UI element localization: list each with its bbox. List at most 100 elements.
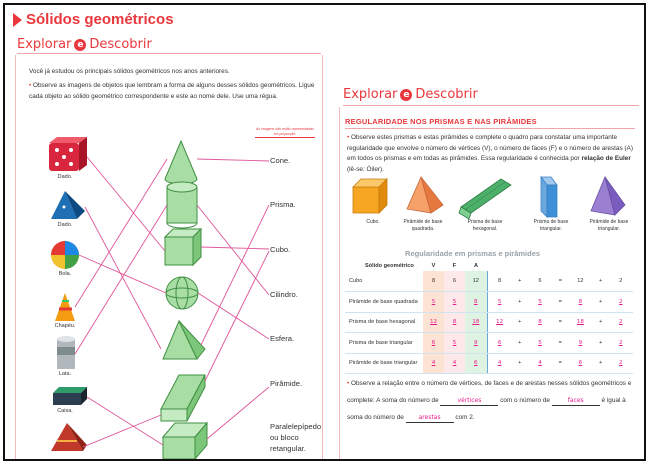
- calc-term-two[interactable]: 2: [619, 339, 623, 346]
- faces-cell[interactable]: 4: [444, 353, 465, 374]
- object-ball: [51, 241, 79, 269]
- calc-term-v[interactable]: 6: [497, 339, 502, 346]
- conclusion-t4: com 2.: [453, 414, 475, 421]
- vertices-cell[interactable]: 4: [423, 353, 444, 374]
- shape-label: Prisma de base triangular.: [533, 219, 569, 232]
- calc-term-f[interactable]: 6: [538, 278, 542, 284]
- shape-square-pyramid: [406, 175, 444, 214]
- solid-prism: [160, 374, 206, 422]
- calc-term-two[interactable]: 2: [619, 319, 623, 326]
- answer-blank-arestas[interactable]: arestas: [405, 414, 454, 423]
- header-f: F: [452, 263, 457, 269]
- title-row: Sólidos geométricos: [13, 11, 174, 28]
- calc-term-a[interactable]: 8: [578, 298, 583, 305]
- vertices-cell[interactable]: 6: [423, 332, 444, 354]
- calc-plus: +: [518, 339, 522, 346]
- object-label: Dado.: [57, 174, 73, 180]
- solid-sphere: [165, 276, 199, 310]
- calc-term-v[interactable]: 12: [496, 319, 504, 326]
- solid-name: Esfera.: [270, 334, 295, 343]
- answer-blank-vertices[interactable]: vértices: [440, 397, 499, 406]
- calc-term-v[interactable]: 4: [497, 360, 502, 367]
- calc-term-f[interactable]: 4: [538, 360, 542, 367]
- calc-term-a[interactable]: 6: [578, 360, 583, 367]
- calc-term-two[interactable]: 2: [619, 278, 623, 284]
- solid-cube: [163, 227, 203, 267]
- shape-triangular-prism: [540, 175, 558, 218]
- calc-plus: +: [598, 319, 603, 326]
- object-can: [57, 336, 75, 369]
- calc-plus: +: [598, 298, 603, 305]
- heading-divider: [345, 128, 635, 129]
- calc-term-two[interactable]: 2: [619, 360, 623, 367]
- calc-term-a[interactable]: 12: [577, 278, 584, 284]
- edges-cell[interactable]: 12: [465, 271, 487, 292]
- edges-value: 12: [472, 278, 479, 284]
- shape-cube: [352, 178, 388, 214]
- vertices-cell[interactable]: 12: [423, 312, 444, 333]
- calc-term-v[interactable]: 5: [497, 298, 502, 305]
- calc-equals: =: [558, 319, 562, 326]
- faces-cell[interactable]: 6: [444, 271, 465, 292]
- vertices-cell[interactable]: 5: [423, 291, 444, 313]
- faces-cell[interactable]: 5: [444, 291, 465, 313]
- edges-cell[interactable]: 9: [465, 332, 487, 354]
- section-label: Explorar e Descobrir: [17, 37, 152, 52]
- shape-triangular-pyramid: [590, 175, 626, 216]
- object-label: Dado.: [57, 222, 73, 228]
- activity-panel: [339, 107, 639, 459]
- solid-name: Cone.: [270, 156, 291, 165]
- calc-term-f[interactable]: 5: [538, 298, 542, 305]
- calc-term-f[interactable]: 8: [538, 319, 542, 326]
- solid-name: Cubo.: [270, 245, 291, 254]
- euler-calc-cell: 8+6=12+2: [486, 271, 633, 292]
- activity-panel: [15, 55, 323, 459]
- answer-blank-faces[interactable]: faces: [551, 397, 600, 406]
- faces-cell[interactable]: 5: [444, 332, 465, 354]
- calc-term-a[interactable]: 9: [578, 339, 583, 346]
- solid-cone: [164, 139, 198, 185]
- calc-plus: +: [518, 278, 522, 284]
- solid-name-cell: Pirâmide de base quadrada: [345, 291, 423, 313]
- header-calc: [487, 261, 633, 271]
- calc-term-two[interactable]: 2: [619, 298, 623, 305]
- vertices-cell[interactable]: 8: [423, 271, 444, 292]
- section-divider: [343, 105, 639, 106]
- solids-column: [160, 139, 209, 459]
- shape-label: Cubo.: [366, 219, 380, 225]
- calc-equals: =: [558, 339, 562, 346]
- section-connector: e: [400, 88, 413, 101]
- calc-term-f[interactable]: 5: [538, 339, 542, 346]
- euler-text-bold: relação de Euler: [581, 155, 631, 162]
- bullet: •: [29, 82, 32, 89]
- object-dice-blue: [51, 191, 85, 219]
- proportion-note: As imagens não estão representadas em pr…: [255, 127, 315, 138]
- solid-name-cell: Pirâmide de base triangular: [345, 353, 423, 374]
- faces-value: 6: [452, 278, 457, 284]
- faces-cell[interactable]: 8: [444, 312, 465, 333]
- euler-text-after: (lê-se: Óiler).: [347, 165, 384, 173]
- edges-cell[interactable]: 8: [465, 291, 487, 313]
- shape-hexagonal-prism: [458, 178, 512, 220]
- calc-term-v[interactable]: 8: [498, 278, 502, 284]
- edges-cell[interactable]: 6: [465, 353, 487, 374]
- shape-label: Prisma de base hexagonal.: [467, 219, 503, 232]
- solid-name-cell: Cubo: [345, 271, 423, 292]
- calc-plus: +: [518, 298, 522, 305]
- section-connector: e: [74, 38, 87, 51]
- vertices-value: 12: [429, 319, 438, 326]
- calc-term-a[interactable]: 18: [576, 319, 584, 326]
- section-label-part1: Explorar: [343, 87, 398, 102]
- solid-cylinder: [166, 181, 198, 229]
- edges-cell[interactable]: 18: [465, 312, 487, 333]
- calc-plus: +: [598, 339, 603, 346]
- shapes-illustration: [352, 175, 626, 220]
- name-links: [196, 158, 270, 440]
- euler-calc-cell: 5+5=8+2: [486, 291, 633, 313]
- object-dice-red: [49, 137, 87, 171]
- object-label: Chapéu.: [54, 323, 76, 329]
- section-label-part1: Explorar: [17, 37, 72, 52]
- header-a: A: [473, 263, 479, 269]
- faces-value: 8: [452, 319, 457, 326]
